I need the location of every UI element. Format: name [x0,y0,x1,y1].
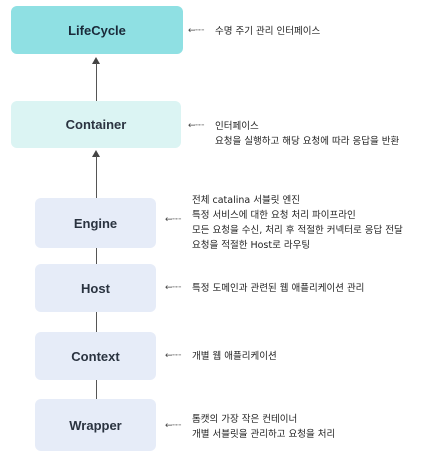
note-line: 톰캣의 가장 작은 컨테이너 [192,414,298,425]
note-line: 특정 서비스에 대한 요청 처리 파이프라인 [192,210,356,221]
note-arrow-icon: ←┈┈ [165,351,181,361]
note-arrow-icon: ←┈┈ [165,283,181,293]
lifecycle-note: ←┈┈ 수명 주기 관리 인터페이스 [188,24,320,39]
note-arrow-icon: ←┈┈ [188,26,204,36]
lifecycle-box: LifeCycle [11,6,183,54]
note-line: 개별 서블릿을 관리하고 요청을 처리 [192,429,336,440]
edge-wrapper-context [96,380,97,399]
wrapper-box: Wrapper [35,399,156,451]
container-box: Container [11,101,181,148]
host-note: ←┈┈ 특정 도메인과 관련된 웹 애플리케이션 관리 [165,281,364,296]
lifecycle-label: LifeCycle [68,22,126,38]
note-line: 요청을 실행하고 해당 요청에 따라 응답을 반환 [215,136,400,147]
engine-box: Engine [35,198,156,248]
note-line: 수명 주기 관리 인터페이스 [215,26,321,37]
context-label: Context [71,348,120,364]
wrapper-note: ←┈┈ 톰캣의 가장 작은 컨테이너 개별 서블릿을 관리하고 요청을 처리 [165,412,335,442]
note-arrow-icon: ←┈┈ [165,215,181,225]
edge-context-host [96,312,97,332]
edge-host-engine [96,248,97,264]
note-arrow-icon: ←┈┈ [165,421,181,431]
note-line: 요청을 적절한 Host로 라우팅 [192,240,311,251]
edge-engine-container [96,156,97,198]
container-label: Container [65,117,127,132]
note-line: 인터페이스 [215,121,259,132]
host-box: Host [35,264,156,312]
note-line: 특정 도메인과 관련된 웹 애플리케이션 관리 [192,283,365,294]
arrowhead-container-lifecycle [92,57,100,64]
host-label: Host [81,280,110,296]
context-note: ←┈┈ 개별 웹 애플리케이션 [165,349,277,364]
note-arrow-icon: ←┈┈ [188,121,204,131]
note-line: 개별 웹 애플리케이션 [192,351,277,362]
wrapper-label: Wrapper [69,417,122,433]
note-line: 전체 catalina 서블릿 엔진 [192,195,300,206]
container-note: ←┈┈ 인터페이스 요청을 실행하고 해당 요청에 따라 응답을 반환 [188,119,399,149]
context-box: Context [35,332,156,380]
note-line: 모든 요청을 수신, 처리 후 적절한 커넥터로 응답 전달 [192,225,403,236]
engine-note: ←┈┈ 전체 catalina 서블릿 엔진 특정 서비스에 대한 요청 처리 … [165,193,403,253]
edge-container-lifecycle [96,63,97,101]
engine-label: Engine [73,215,118,231]
arrowhead-engine-container [92,150,100,157]
